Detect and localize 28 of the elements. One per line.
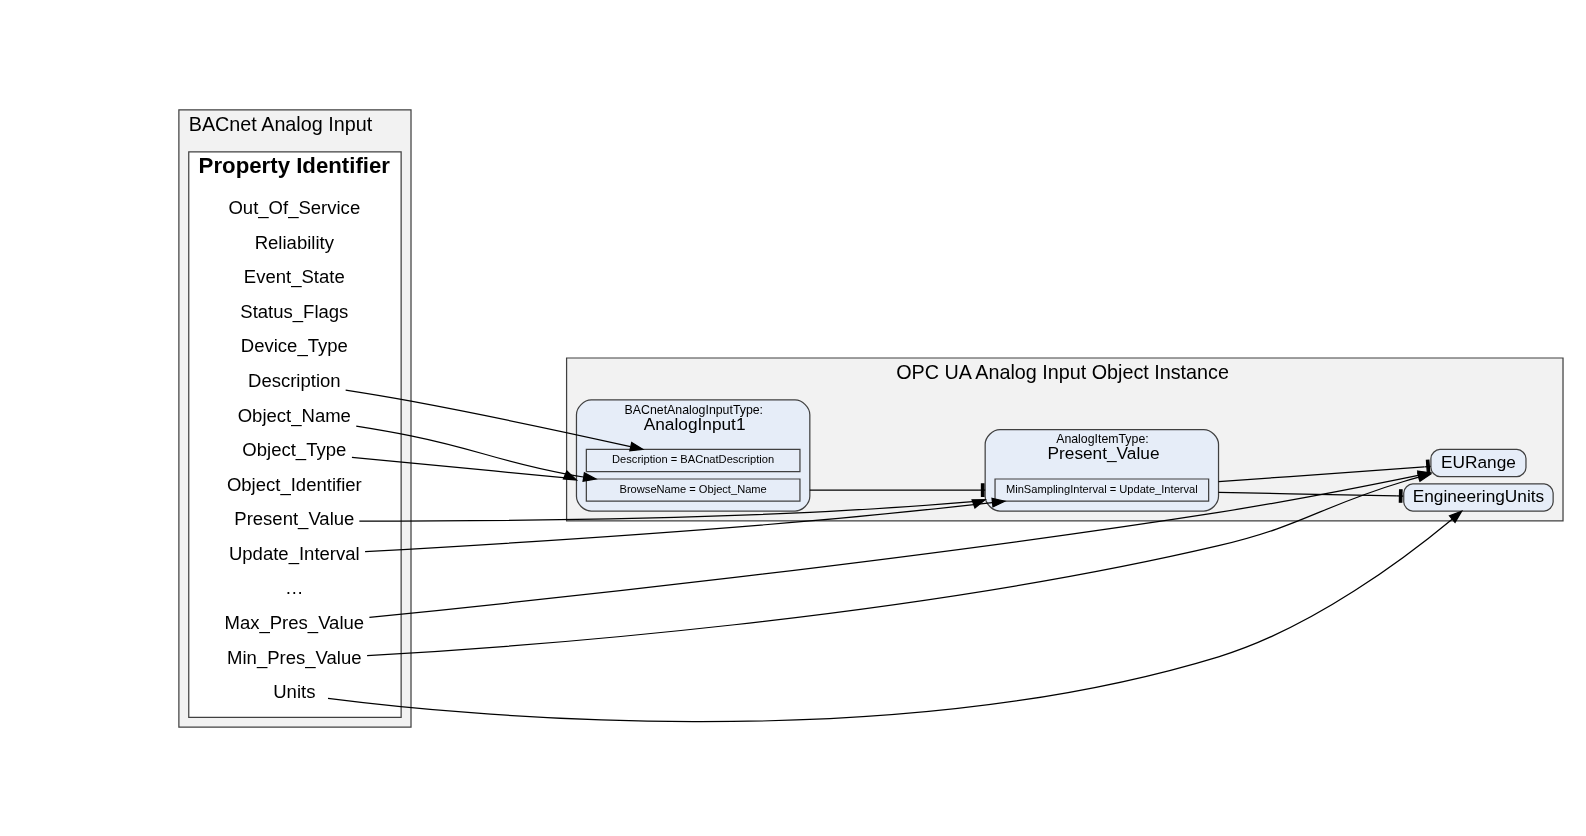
node-text: Device_Type: [240, 334, 348, 356]
arrow: [344, 389, 645, 452]
arrow: [350, 456, 578, 481]
connector: [1217, 488, 1404, 503]
node-box: BrowseName = Object_Name: [585, 477, 801, 502]
connector: [808, 482, 986, 497]
node-text: Min_Pres_Value: [226, 646, 362, 668]
node-text: Description: [247, 369, 341, 391]
node-text: Present_Value: [233, 507, 354, 529]
node-text: Reliability: [254, 231, 334, 253]
arrow: [355, 424, 598, 482]
arrow: [326, 509, 1463, 722]
node-text: Max_Pres_Value: [224, 611, 364, 633]
node-text: Event_State: [243, 265, 345, 287]
arrow: [363, 497, 1007, 552]
node-box: EURange: [1429, 448, 1527, 477]
node-text: Object_Type: [241, 438, 346, 460]
node-text: …: [284, 576, 304, 598]
node-text: Units: [272, 680, 315, 702]
arrow: [358, 498, 987, 522]
node-text: Object_Name: [237, 404, 351, 426]
node-text: Update_Interval: [228, 542, 360, 564]
node-text: Object_Identifier: [226, 473, 362, 495]
node-box: MinSamplingInterval = Update_Interval: [993, 477, 1209, 502]
node-box: EngineeringUnits: [1402, 482, 1554, 512]
node-text: Out_Of_Service: [227, 196, 360, 218]
node-box: Description = BACnatDescription: [585, 448, 801, 472]
node-text: Status_Flags: [239, 300, 348, 322]
